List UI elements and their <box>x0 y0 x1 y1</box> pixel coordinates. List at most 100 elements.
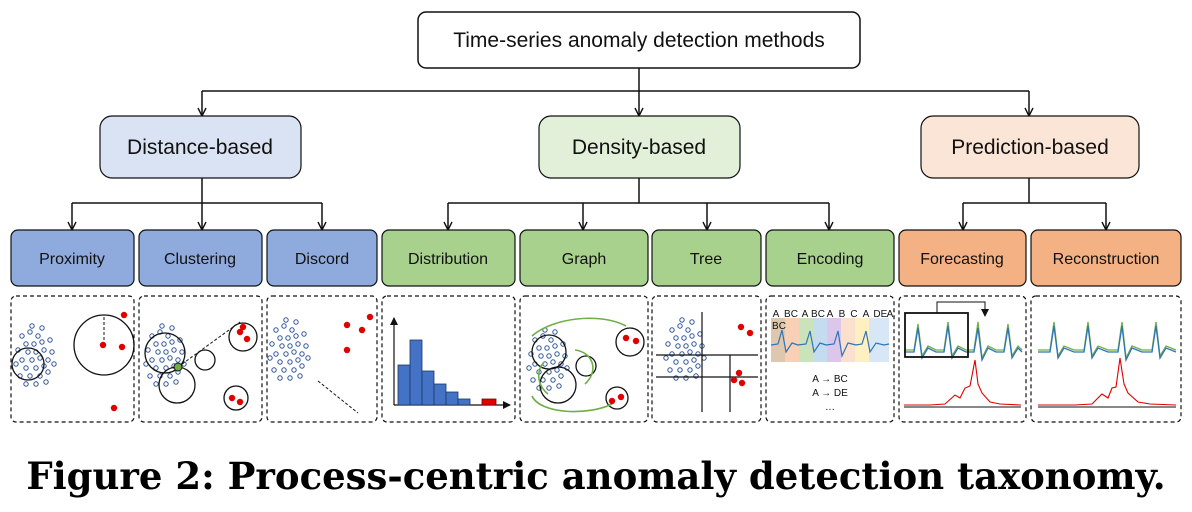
data-point <box>673 359 679 365</box>
data-point <box>273 327 279 333</box>
root-label: Time-series anomaly detection methods <box>453 29 825 52</box>
encoding-band <box>771 318 785 362</box>
sub-label-discord: Discord <box>295 251 349 268</box>
histogram-bar <box>445 391 459 406</box>
data-point <box>277 359 283 365</box>
data-point <box>171 347 177 353</box>
data-point <box>47 337 53 343</box>
sub-label-graph: Graph <box>562 251 606 268</box>
encoding-letter: B <box>839 309 846 320</box>
cluster-circle-3 <box>194 349 216 371</box>
data-point <box>536 385 542 391</box>
anomaly-point <box>236 398 244 406</box>
data-point <box>159 323 165 329</box>
anomaly-point <box>343 321 351 329</box>
sub-box-encoding <box>765 229 895 287</box>
anomaly-point <box>239 323 247 331</box>
taxonomy-diagram: Time-series anomaly detection methods Di… <box>10 11 1182 423</box>
data-point <box>552 329 558 335</box>
data-point <box>554 351 560 357</box>
data-point <box>169 325 175 331</box>
data-point <box>29 357 35 363</box>
data-point <box>43 379 49 385</box>
data-point <box>271 367 277 373</box>
sub-box-tree <box>651 229 762 287</box>
data-point <box>283 351 289 357</box>
data-point <box>677 367 683 373</box>
data-point <box>695 363 701 369</box>
histogram-bar <box>433 383 447 406</box>
sub-box-graph <box>519 229 649 287</box>
graph-edge <box>537 361 549 395</box>
data-point <box>297 373 303 379</box>
graph-circle-5 <box>605 386 629 410</box>
sub-box-proximity <box>10 229 135 287</box>
clustering-illustration <box>143 321 258 411</box>
encoding-rule: A → DE <box>812 388 848 399</box>
discord-anomalies <box>343 313 374 354</box>
data-point <box>295 341 301 347</box>
data-point <box>303 343 309 349</box>
data-point <box>23 341 29 347</box>
data-point <box>677 323 683 329</box>
illustration-frames <box>10 295 1182 423</box>
category-label-density: Density-based <box>572 136 706 159</box>
encoding-letter: A <box>802 309 809 320</box>
encoding-illustration: A BC A BC A B C A D E A BC A → BC A → DE… <box>770 309 894 413</box>
data-point <box>289 327 295 333</box>
frame-graph <box>519 295 649 423</box>
data-point <box>536 345 542 351</box>
sub-label-encoding: Encoding <box>797 251 864 268</box>
data-point <box>161 341 167 347</box>
sub-label-reconstruction: Reconstruction <box>1053 251 1160 268</box>
category-box-distance <box>99 115 302 179</box>
anomaly-point <box>735 369 743 377</box>
data-point <box>299 351 305 357</box>
graph-edge <box>531 317 627 337</box>
data-point <box>295 357 301 363</box>
histogram-bar <box>409 339 423 406</box>
sub-label-tree: Tree <box>690 251 722 268</box>
encoding-band <box>827 318 841 362</box>
tree-splits <box>656 312 758 412</box>
reconstruction-error-signal <box>1038 357 1177 406</box>
graph-illustration <box>526 317 645 413</box>
encoding-signal <box>770 329 890 359</box>
tree-anomalies <box>730 323 754 387</box>
anomaly-point <box>608 397 616 405</box>
data-point <box>305 355 311 361</box>
data-point <box>546 353 552 359</box>
data-point <box>538 353 544 359</box>
anomaly-point <box>120 311 128 319</box>
data-point <box>679 351 685 357</box>
encoding-band <box>869 318 889 362</box>
data-point <box>27 329 33 335</box>
forecast-signal-blue <box>904 325 1023 363</box>
encoding-band <box>855 318 869 362</box>
sub-label-forecasting: Forecasting <box>920 251 1004 268</box>
data-point <box>546 385 552 391</box>
data-point <box>277 335 283 341</box>
sub-box-forecasting <box>898 229 1027 287</box>
encoding-letter: E <box>881 309 888 320</box>
data-point <box>554 367 560 373</box>
anomaly-point <box>343 346 351 354</box>
data-point <box>41 347 47 353</box>
data-point <box>27 373 33 379</box>
data-point <box>33 381 39 387</box>
data-point <box>147 373 153 379</box>
data-point <box>281 367 287 373</box>
encoding-letter: D <box>873 309 880 320</box>
data-point <box>665 341 671 347</box>
data-point <box>558 361 564 367</box>
discord-illustration <box>267 313 374 414</box>
data-point <box>19 357 25 363</box>
data-point <box>35 333 41 339</box>
cluster-circle-4 <box>228 322 258 352</box>
encoding-band <box>841 318 855 362</box>
distribution-illustration <box>390 317 511 409</box>
data-point <box>279 343 285 349</box>
anomaly-point <box>617 393 625 401</box>
forecast-arrow <box>936 301 989 317</box>
root-node: Time-series anomaly detection methods <box>417 11 861 69</box>
